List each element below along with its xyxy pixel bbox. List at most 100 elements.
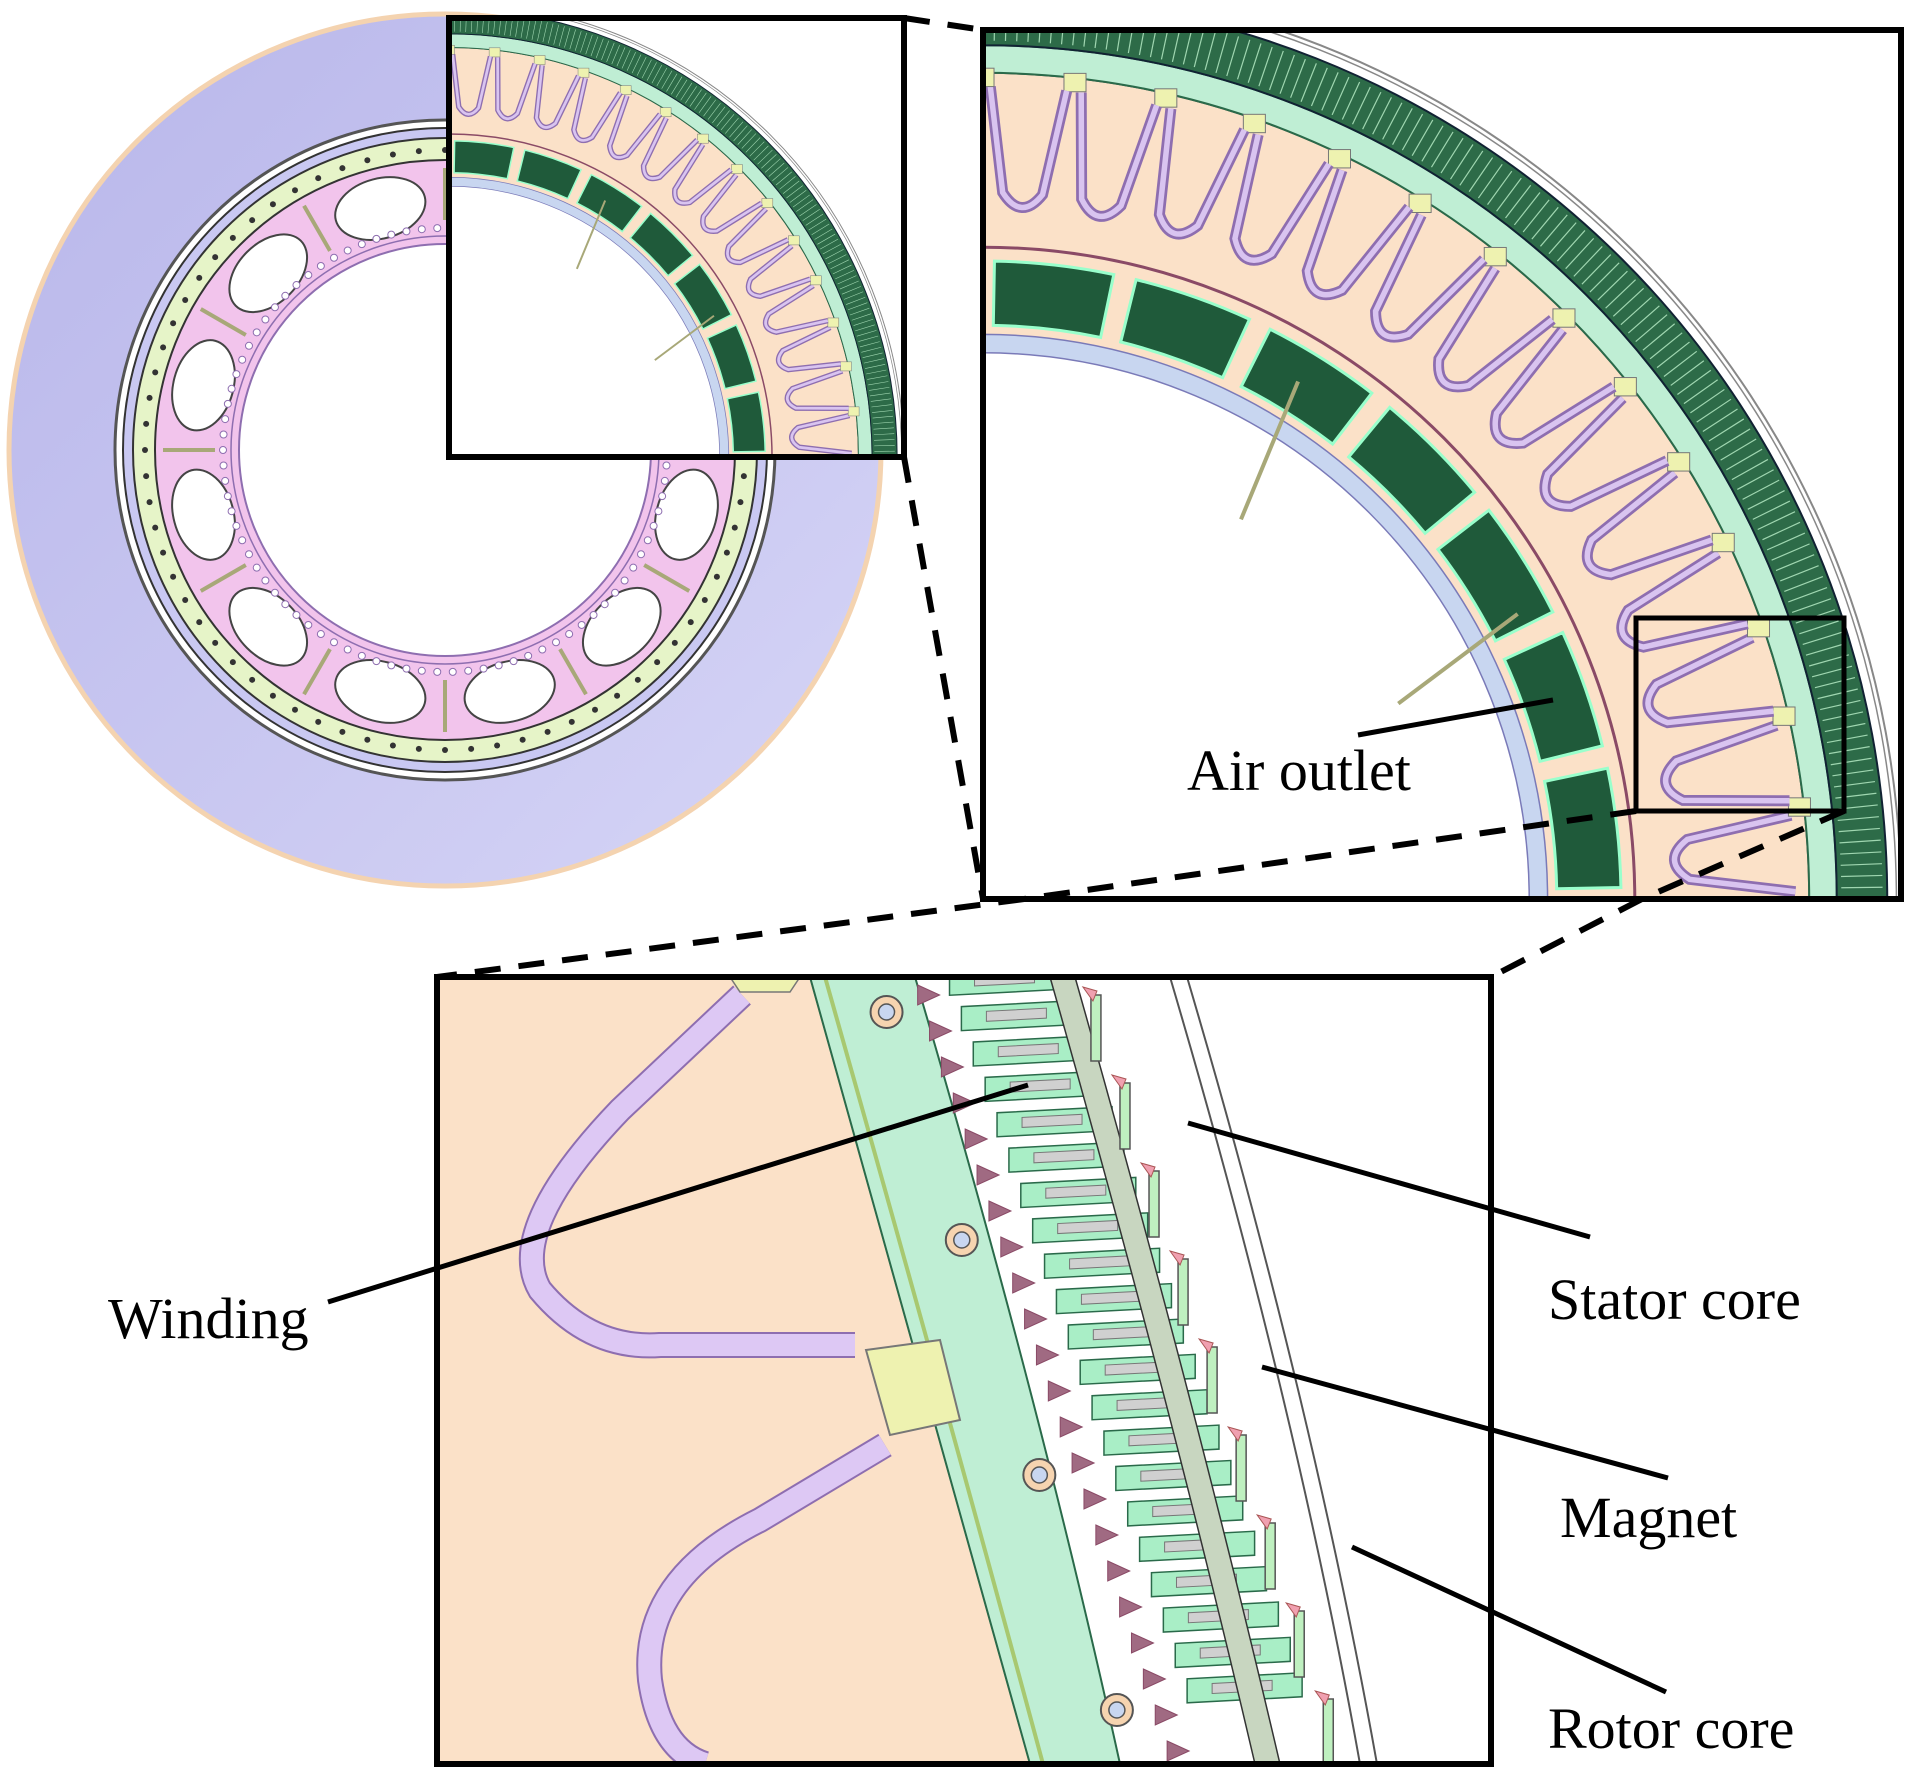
small-hole: [655, 508, 662, 515]
bolt: [143, 421, 149, 427]
small-hole: [621, 577, 628, 584]
magnet: [1178, 1259, 1188, 1325]
small-hole: [403, 665, 410, 672]
small-hole: [344, 646, 351, 653]
coil-clamp: [1614, 378, 1636, 396]
small-hole: [630, 564, 637, 571]
small-hole: [465, 667, 472, 674]
bolt: [390, 152, 396, 158]
small-hole: [253, 564, 260, 571]
bolt: [569, 719, 575, 725]
bolt: [724, 550, 730, 556]
tooth: [938, 930, 1053, 960]
zoom-panel-1: [972, 0, 1901, 899]
overview-machine: [9, 2, 904, 886]
small-hole: [590, 611, 597, 618]
magnet: [1236, 1435, 1246, 1501]
small-hole: [220, 462, 227, 469]
coil-clamp: [762, 199, 773, 208]
coil-clamp: [1409, 194, 1431, 212]
bolt: [170, 574, 176, 580]
small-hole: [388, 231, 395, 238]
small-hole: [317, 262, 324, 269]
coil-clamp: [660, 108, 671, 117]
bolt: [230, 235, 236, 241]
small-hole: [650, 522, 657, 529]
magnet-label: Magnet: [1560, 1489, 1737, 1547]
small-hole: [331, 254, 338, 261]
bolt: [249, 217, 255, 223]
coil-clamp: [848, 407, 859, 416]
bolt: [741, 473, 747, 479]
small-hole: [663, 462, 670, 469]
bolt: [182, 297, 188, 303]
bolt: [143, 473, 149, 479]
coil-clamp: [489, 48, 500, 57]
bolt: [182, 597, 188, 603]
bolt: [520, 737, 526, 743]
bolt-hole-inner: [1109, 1702, 1125, 1718]
bolt: [147, 395, 153, 401]
small-hole: [317, 631, 324, 638]
tooth: [1841, 887, 1882, 888]
small-hole: [228, 508, 235, 515]
pole-block: [727, 392, 765, 452]
small-hole: [305, 272, 312, 279]
bolt: [416, 148, 422, 154]
coil-clamp: [1668, 453, 1690, 471]
small-hole: [449, 668, 456, 675]
small-hole: [233, 371, 240, 378]
bolt: [364, 737, 370, 743]
bolt: [364, 157, 370, 163]
small-hole: [253, 329, 260, 336]
coil-clamp: [534, 55, 545, 64]
small-hole: [601, 601, 608, 608]
small-hole: [220, 431, 227, 438]
bolt: [442, 747, 448, 753]
small-hole: [418, 226, 425, 233]
small-hole: [282, 601, 289, 608]
small-hole: [661, 477, 668, 484]
coil-clamp: [1064, 73, 1086, 91]
air-outlet-label: Air outlet: [1187, 742, 1411, 800]
small-hole: [224, 400, 231, 407]
bolt: [732, 525, 738, 531]
bolt: [702, 597, 708, 603]
small-hole: [271, 589, 278, 596]
small-hole: [434, 668, 441, 675]
bolt: [196, 275, 202, 281]
pole-block: [1545, 768, 1621, 888]
bolt: [468, 746, 474, 752]
magnet: [1323, 1699, 1333, 1765]
zoom-panel-2: [328, 930, 1668, 1765]
bolt: [292, 707, 298, 713]
bolt: [614, 693, 620, 699]
small-hole: [282, 292, 289, 299]
small-hole: [220, 447, 227, 454]
bolt: [592, 707, 598, 713]
small-hole: [239, 537, 246, 544]
bolt: [212, 640, 218, 646]
rotor-core-label: Rotor core: [1548, 1700, 1794, 1758]
coil-clamp: [1773, 707, 1795, 725]
bolt: [212, 254, 218, 260]
small-hole: [224, 493, 231, 500]
bolt: [339, 729, 345, 735]
bolt: [230, 659, 236, 665]
magnet: [1120, 1083, 1130, 1149]
small-hole: [578, 621, 585, 628]
bolt: [152, 369, 158, 375]
small-hole: [510, 658, 517, 665]
magnet: [1265, 1523, 1275, 1589]
small-hole: [373, 235, 380, 242]
small-hole: [239, 356, 246, 363]
small-hole: [612, 589, 619, 596]
bolt: [160, 344, 166, 350]
bolt: [170, 320, 176, 326]
pole-block: [993, 261, 1113, 337]
overview-detail-quadrant: [444, 2, 904, 457]
bolt: [390, 742, 396, 748]
coil-clamp: [578, 68, 589, 77]
small-hole: [418, 667, 425, 674]
